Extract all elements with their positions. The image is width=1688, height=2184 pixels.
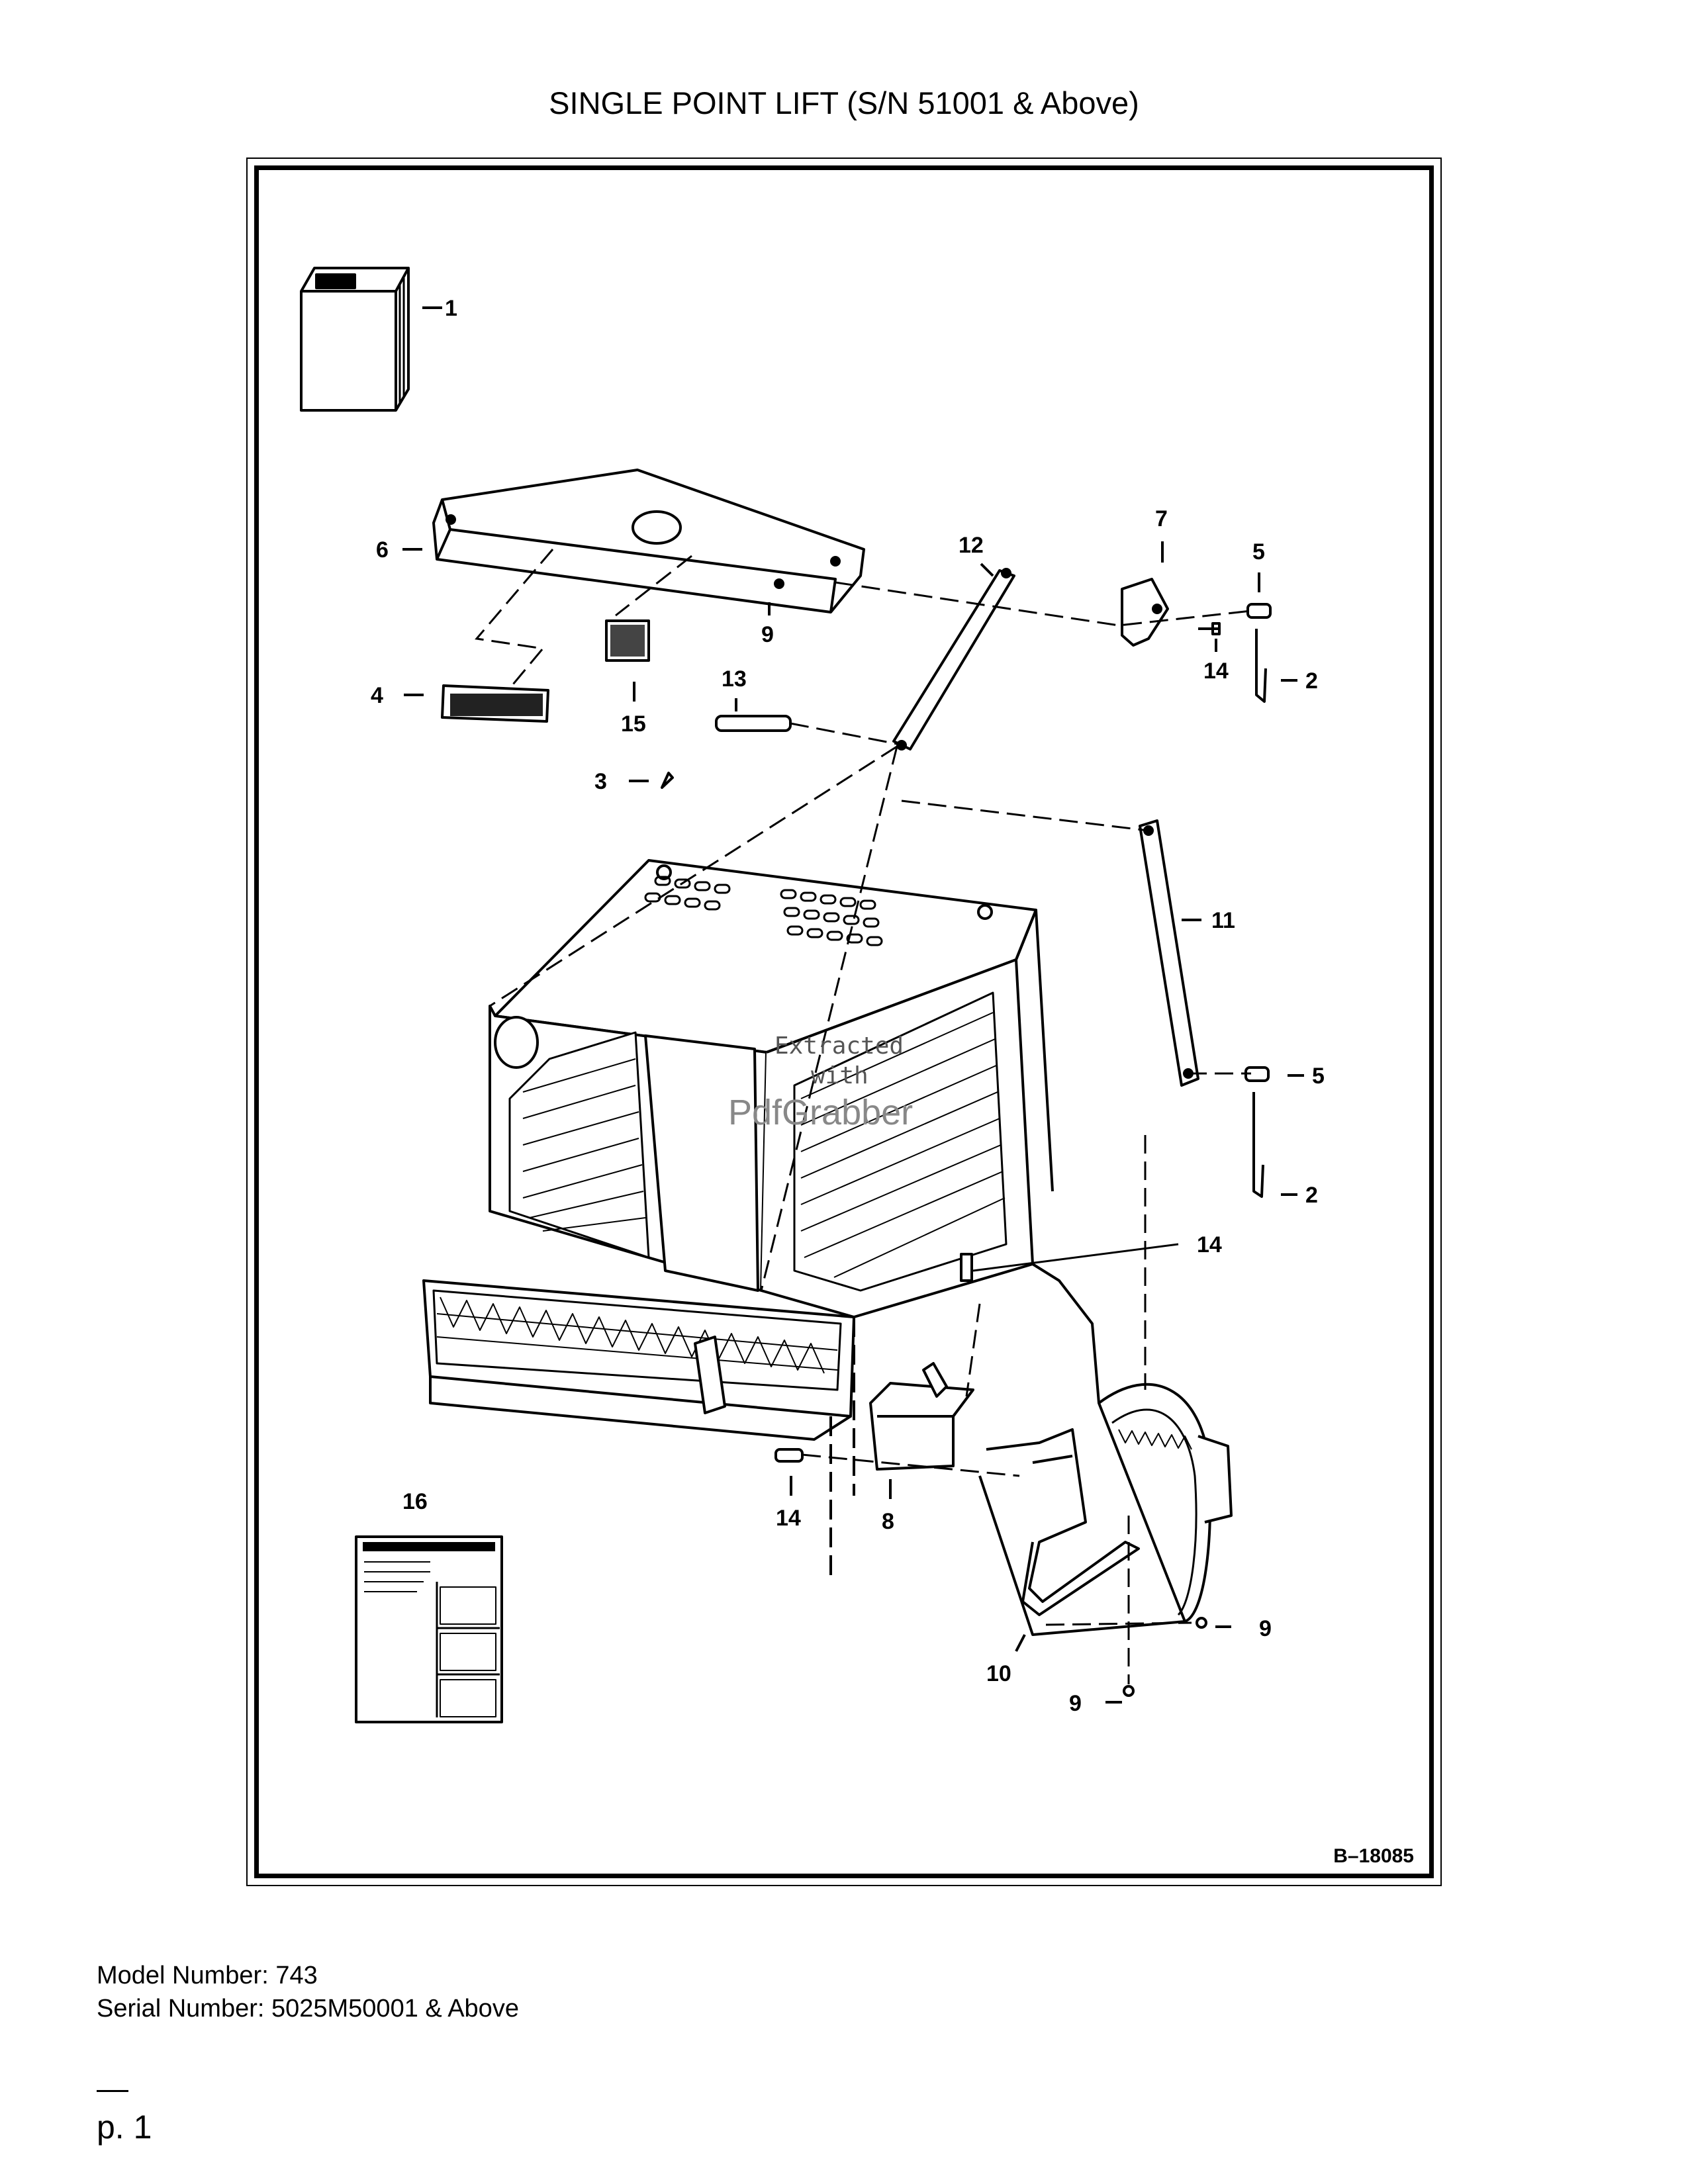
callout-3: 3 bbox=[594, 769, 607, 794]
clip-2-part bbox=[1255, 629, 1267, 703]
callout-14c: 14 bbox=[776, 1506, 801, 1531]
bracket-10-part bbox=[986, 1428, 1140, 1616]
callout-15: 15 bbox=[621, 711, 646, 737]
callout-9c: 9 bbox=[1069, 1691, 1082, 1716]
loader-cab bbox=[489, 859, 1054, 1318]
bolt-14c-part bbox=[960, 1253, 973, 1282]
model-number: Model Number: 743 bbox=[97, 1962, 318, 1989]
cotter-3-part bbox=[661, 772, 674, 789]
loader-lower-body bbox=[422, 1263, 1233, 1636]
callout-12: 12 bbox=[959, 533, 984, 558]
bolt-14b-part bbox=[774, 1448, 804, 1463]
watermark-line3: PdfGrabber bbox=[728, 1093, 914, 1132]
serial-number: Serial Number: 5025M50001 & Above bbox=[97, 1995, 519, 2023]
pin-13-part bbox=[715, 715, 792, 732]
plate-7-part bbox=[1121, 578, 1169, 647]
callout-8: 8 bbox=[882, 1509, 894, 1534]
watermark-line2: with bbox=[811, 1062, 868, 1089]
callout-14b: 14 bbox=[1197, 1232, 1222, 1257]
illustration-border bbox=[254, 165, 1434, 1878]
callout-2: 2 bbox=[1305, 668, 1318, 694]
callout-5: 5 bbox=[1252, 539, 1265, 565]
illustration-frame: B–18085 bbox=[246, 158, 1442, 1886]
callout-7: 7 bbox=[1155, 506, 1168, 531]
decal-4-part bbox=[441, 684, 549, 723]
callout-9b: 9 bbox=[1259, 1616, 1272, 1641]
callout-16: 16 bbox=[402, 1489, 428, 1514]
page-title: SINGLE POINT LIFT (S/N 51001 & Above) bbox=[549, 85, 1139, 120]
bolt-14-part bbox=[1198, 622, 1221, 635]
manual-box-part bbox=[300, 267, 410, 412]
callout-11: 11 bbox=[1211, 908, 1235, 933]
lift-bracket-part bbox=[432, 469, 865, 614]
callout-9: 9 bbox=[761, 622, 774, 647]
callout-4: 4 bbox=[371, 683, 383, 708]
callout-6: 6 bbox=[376, 537, 389, 563]
manual-sheet-part bbox=[355, 1535, 503, 1723]
bracket-8-part bbox=[869, 1362, 974, 1471]
callout-14: 14 bbox=[1203, 659, 1229, 684]
callout-13: 13 bbox=[722, 666, 747, 692]
nut-9b-part bbox=[1123, 1685, 1135, 1697]
clip-2b-part bbox=[1252, 1092, 1264, 1198]
link-11-part bbox=[1139, 819, 1199, 1087]
figure-id: B–18085 bbox=[1333, 1845, 1414, 1867]
nut-9-part bbox=[1196, 1617, 1207, 1629]
page-number: p. 1 bbox=[97, 2109, 152, 2146]
link-12-part bbox=[892, 568, 1015, 751]
decal-15-part bbox=[605, 619, 650, 662]
callout-10: 10 bbox=[986, 1661, 1011, 1686]
callout-5b: 5 bbox=[1312, 1064, 1325, 1089]
model-info: Model Number: 743 Serial Number: 5025M50… bbox=[97, 1959, 519, 2025]
pin-5-part bbox=[1246, 603, 1272, 619]
footer-rule bbox=[97, 2090, 128, 2092]
callout-1: 1 bbox=[445, 296, 457, 321]
callout-2b: 2 bbox=[1305, 1183, 1318, 1208]
watermark-line1: Extracted bbox=[774, 1032, 904, 1060]
